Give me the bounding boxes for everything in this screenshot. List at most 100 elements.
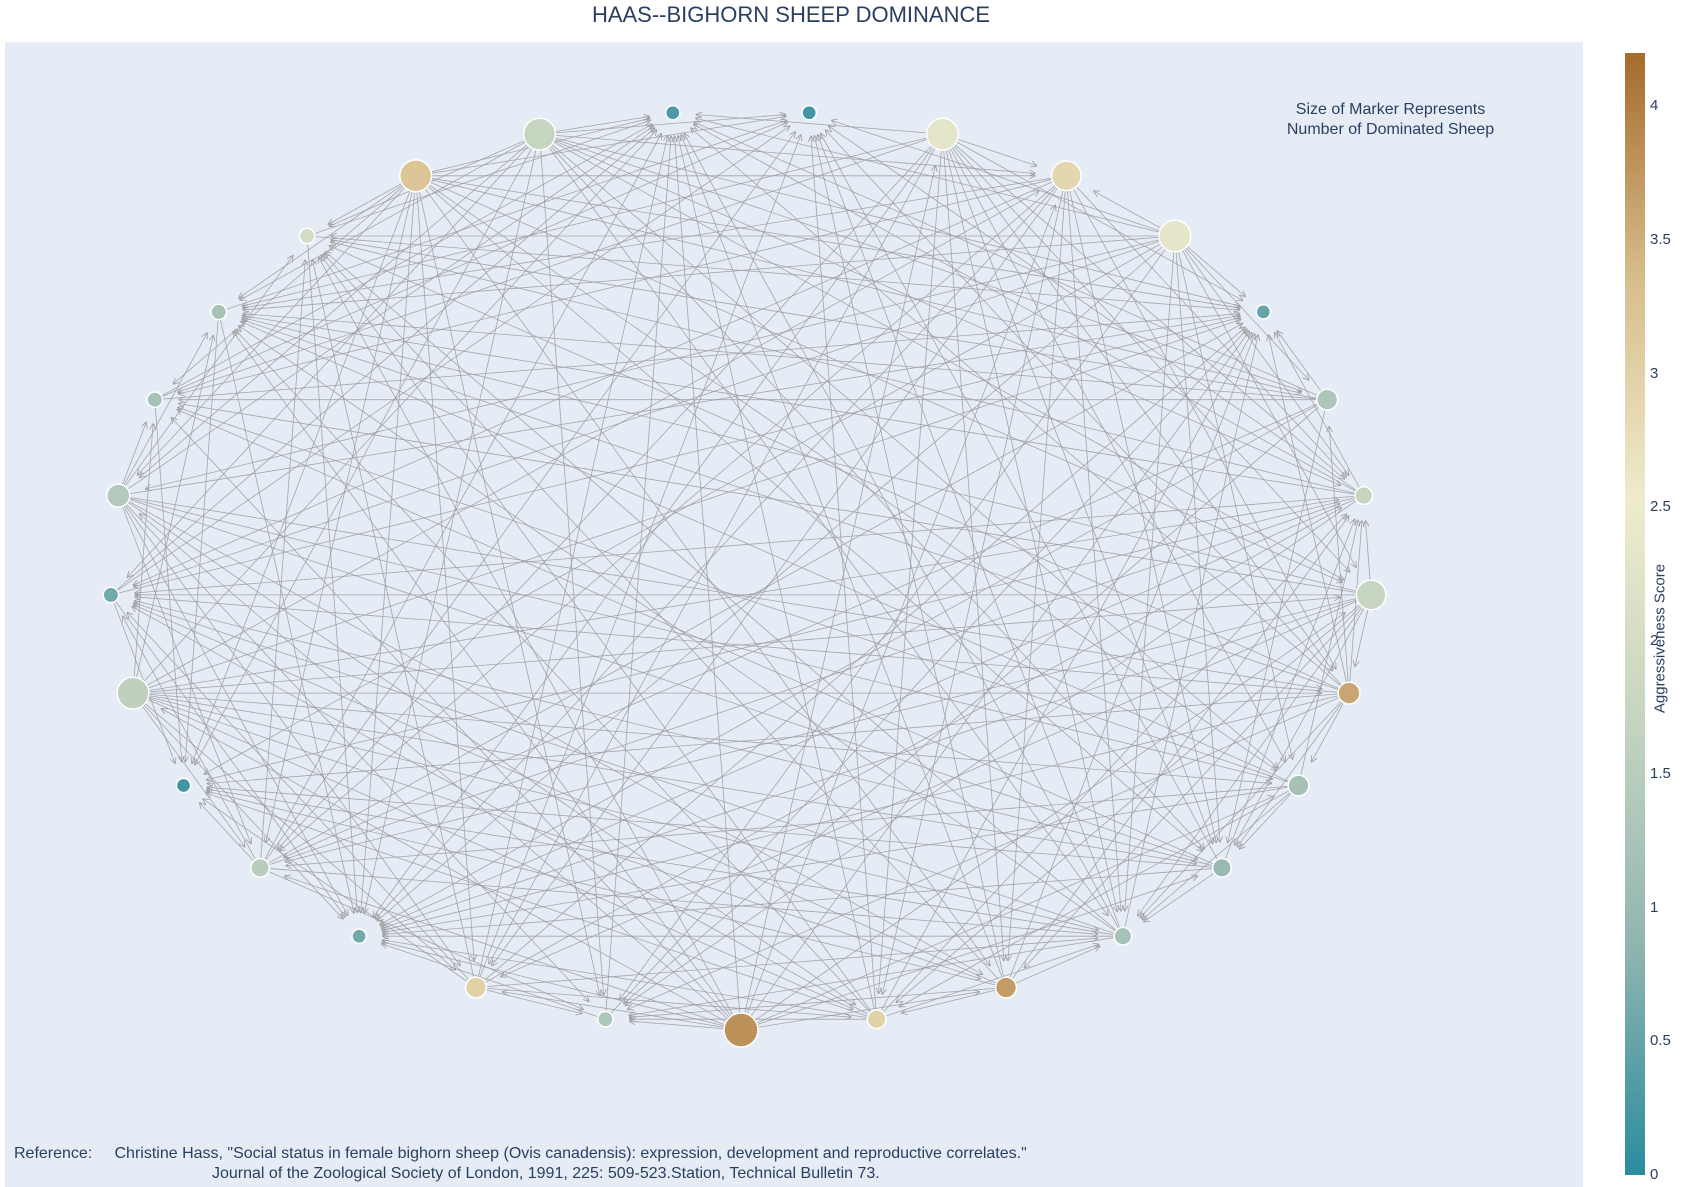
dominance-edge bbox=[381, 594, 1372, 929]
dominance-edge bbox=[1274, 332, 1365, 496]
dominance-edge bbox=[629, 987, 1007, 1018]
dominance-edge bbox=[239, 133, 540, 300]
dominance-edge bbox=[627, 692, 1350, 1010]
dominance-edge bbox=[241, 319, 1350, 694]
colorbar bbox=[1625, 53, 1645, 1175]
dominance-edge bbox=[199, 802, 261, 869]
sheep-node[interactable] bbox=[1255, 304, 1272, 320]
sheep-node[interactable] bbox=[522, 117, 557, 151]
colorbar-tick-label: 3 bbox=[1650, 364, 1659, 382]
dominance-edge bbox=[1174, 235, 1356, 568]
dominance-edge bbox=[218, 311, 354, 914]
dominance-edge bbox=[173, 175, 416, 384]
sheep-node[interactable] bbox=[1355, 579, 1387, 611]
dominance-edge bbox=[122, 616, 261, 868]
dominance-edge bbox=[325, 251, 1124, 937]
dominance-edge bbox=[1277, 331, 1328, 400]
colorbar-tick-label: 2.5 bbox=[1650, 498, 1671, 516]
dominance-edge bbox=[814, 135, 1007, 988]
dominance-edge bbox=[118, 495, 1273, 780]
sheep-node[interactable] bbox=[596, 1010, 614, 1028]
dominance-edge bbox=[1142, 785, 1299, 921]
dominance-edge bbox=[206, 789, 1123, 937]
dominance-edge bbox=[415, 116, 787, 177]
sheep-node[interactable] bbox=[994, 976, 1018, 999]
dominance-edge bbox=[1065, 175, 1336, 670]
sheep-node[interactable] bbox=[146, 391, 164, 409]
dominance-edge bbox=[475, 508, 1342, 988]
dominance-edge bbox=[242, 318, 1372, 596]
sheep-node[interactable] bbox=[464, 976, 488, 999]
dominance-edge bbox=[489, 133, 943, 964]
dominance-edge bbox=[218, 120, 788, 313]
dominance-edge bbox=[330, 242, 1364, 496]
dominance-edge bbox=[415, 175, 1241, 308]
nodes-layer bbox=[102, 104, 1387, 1048]
dominance-edge bbox=[132, 692, 981, 979]
sheep-node[interactable] bbox=[1337, 681, 1361, 705]
dominance-edge bbox=[901, 987, 1007, 1014]
sheep-node[interactable] bbox=[1050, 160, 1082, 192]
dominance-edge bbox=[684, 133, 1124, 937]
dominance-edge bbox=[828, 126, 1364, 496]
dominance-edge bbox=[882, 175, 1067, 995]
dominance-edge bbox=[283, 399, 1328, 858]
sheep-node[interactable] bbox=[925, 117, 960, 151]
dominance-edge bbox=[740, 612, 1346, 1031]
sheep-node[interactable] bbox=[723, 1012, 759, 1048]
sheep-node[interactable] bbox=[175, 777, 192, 794]
sheep-node[interactable] bbox=[1211, 857, 1232, 878]
dominance-edge bbox=[110, 128, 655, 596]
dominance-edge bbox=[118, 495, 1198, 860]
dominance-edge bbox=[1174, 235, 1349, 476]
sheep-node[interactable] bbox=[1113, 926, 1133, 946]
annotation-line-1: Size of Marker Represents bbox=[1295, 101, 1486, 118]
dominance-edge bbox=[817, 134, 1124, 937]
sheep-node[interactable] bbox=[1354, 486, 1374, 506]
dominance-edge bbox=[132, 191, 1039, 694]
dominance-edge bbox=[475, 327, 1246, 988]
sheep-node[interactable] bbox=[210, 303, 228, 321]
sheep-node[interactable] bbox=[250, 857, 271, 878]
dominance-edge bbox=[942, 133, 1351, 572]
sheep-node[interactable] bbox=[399, 159, 433, 193]
dominance-edge bbox=[681, 134, 1007, 988]
dominance-edge bbox=[1005, 516, 1349, 988]
sheep-node[interactable] bbox=[1158, 219, 1192, 253]
dominance-edge bbox=[942, 134, 1005, 961]
colorbar-title: Aggressiveness Score bbox=[1651, 563, 1669, 714]
sheep-node[interactable] bbox=[1287, 774, 1310, 797]
sheep-node[interactable] bbox=[116, 676, 150, 710]
dominance-edge bbox=[279, 175, 1067, 852]
dominance-edge bbox=[307, 235, 1240, 310]
dominance-edge bbox=[475, 938, 1098, 988]
sheep-node[interactable] bbox=[102, 586, 120, 604]
colorbar-tick-label: 3.5 bbox=[1650, 231, 1671, 248]
sheep-node[interactable] bbox=[866, 1009, 887, 1030]
sheep-node[interactable] bbox=[106, 483, 131, 508]
dominance-edge bbox=[110, 126, 790, 596]
sheep-node[interactable] bbox=[801, 104, 818, 121]
dominance-edge bbox=[117, 255, 293, 496]
dominance-edge bbox=[177, 409, 1223, 869]
dominance-edge bbox=[127, 612, 477, 988]
sheep-node[interactable] bbox=[351, 928, 367, 945]
colorbar-tick-label: 0 bbox=[1650, 1166, 1659, 1183]
dominance-edge bbox=[1174, 235, 1220, 843]
dominance-edge bbox=[1221, 519, 1355, 868]
reference-label: Reference: bbox=[14, 1145, 93, 1162]
colorbar-tick-label: 1 bbox=[1650, 898, 1659, 916]
dominance-edge bbox=[1311, 692, 1350, 762]
dominance-edge bbox=[285, 594, 1372, 862]
sheep-node[interactable] bbox=[298, 227, 316, 245]
dominance-edge bbox=[284, 876, 742, 1031]
dominance-edge bbox=[475, 135, 668, 988]
dominance-edge bbox=[825, 130, 1350, 694]
dominance-edge bbox=[475, 987, 851, 1018]
sheep-node[interactable] bbox=[1316, 388, 1339, 411]
dominance-edge bbox=[1005, 946, 1100, 988]
sheep-node[interactable] bbox=[664, 104, 681, 121]
dominance-edge bbox=[206, 495, 1364, 780]
colorbar-tick-label: 1.5 bbox=[1650, 765, 1671, 783]
dominance-edge bbox=[942, 133, 1244, 301]
